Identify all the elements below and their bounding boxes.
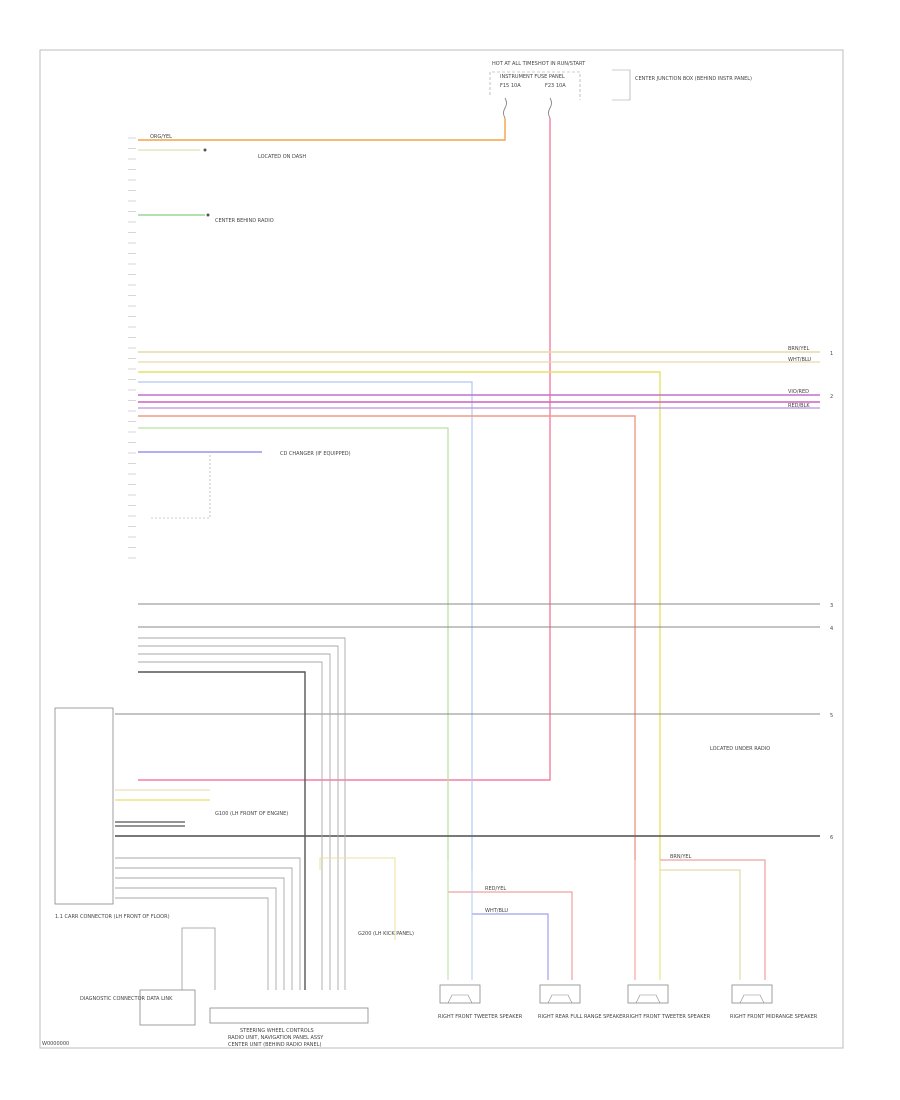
svg-text:2: 2 bbox=[830, 394, 833, 400]
speaker-3: RIGHT FRONT TWEETER SPEAKER bbox=[626, 984, 711, 1020]
left-component-box bbox=[54, 707, 114, 905]
speaker-2: RIGHT REAR FULL RANGE SPEAKER bbox=[538, 984, 626, 1020]
speaker-label-4: RIGHT FRONT MIDRANGE SPEAKER bbox=[730, 1014, 818, 1020]
spk-wire-label-2: BRN/YEL bbox=[670, 854, 692, 860]
spk-wire-label-1: RED/YEL bbox=[485, 886, 506, 892]
speaker-label-1: RIGHT FRONT TWEETER SPEAKER bbox=[438, 1014, 523, 1020]
wire-pink-vertical bbox=[138, 118, 551, 781]
bottom-center-sub: RADIO UNIT, NAVIGATION PANEL ASSY bbox=[228, 1035, 324, 1041]
grey-wires bbox=[115, 603, 820, 837]
svg-text:3: 3 bbox=[830, 603, 833, 609]
right-note: LOCATED UNDER RADIO bbox=[710, 746, 770, 752]
connector-pin-column bbox=[128, 137, 136, 559]
fuse-id-2: F23 10A bbox=[545, 83, 566, 89]
footer-code: W0000000 bbox=[42, 1041, 69, 1047]
steering-box-label: DIAGNOSTIC CONNECTOR DATA LINK bbox=[80, 996, 173, 1002]
g200-note: G200 (LH KICK PANEL) bbox=[358, 931, 414, 937]
fuse-panel-name: INSTRUMENT FUSE PANEL bbox=[500, 74, 565, 80]
top-fuse-panel: HOT AT ALL TIMES HOT IN RUN/START F15 10… bbox=[489, 61, 752, 119]
svg-text:4: 4 bbox=[830, 626, 833, 632]
spk-wire-label-3: WHT/BLU bbox=[485, 908, 508, 914]
right-wire-label-3: VIO/RED bbox=[788, 389, 809, 395]
top-wire-label-1: ORG/YEL bbox=[150, 134, 172, 140]
bottom-center-sub2: CENTER UNIT (BEHIND RADIO PANEL) bbox=[228, 1042, 321, 1048]
right-terminals: 1 2 3 4 5 6 bbox=[830, 351, 833, 841]
steering-box bbox=[139, 989, 196, 1026]
right-wire-label-1: BRN/YEL bbox=[788, 346, 810, 352]
fuse-panel-note: CENTER JUNCTION BOX (BEHIND INSTR PANEL) bbox=[635, 76, 752, 82]
svg-text:1: 1 bbox=[830, 351, 833, 357]
speaker-label-2: RIGHT REAR FULL RANGE SPEAKER bbox=[538, 1014, 626, 1020]
right-wire-label-4: RED/BLK bbox=[788, 403, 810, 409]
note-top-1: LOCATED ON DASH bbox=[258, 154, 306, 160]
svg-text:6: 6 bbox=[830, 835, 833, 841]
fuse-label-1: HOT AT ALL TIMES bbox=[492, 61, 538, 67]
note-cd-changer: CD CHANGER (IF EQUIPPED) bbox=[280, 451, 351, 457]
speaker-4: RIGHT FRONT MIDRANGE SPEAKER bbox=[730, 984, 818, 1020]
middle-bus bbox=[138, 351, 820, 870]
wire-orange-top bbox=[138, 118, 506, 141]
diagram-frame bbox=[39, 49, 844, 1049]
vertical-bundle bbox=[115, 637, 396, 990]
fuse-id-1: F15 10A bbox=[500, 83, 521, 89]
right-wire-label-2: WHT/BLU bbox=[788, 357, 811, 363]
svg-text:5: 5 bbox=[830, 713, 833, 719]
speaker-1: RIGHT FRONT TWEETER SPEAKER bbox=[438, 984, 523, 1020]
speaker-wires bbox=[447, 859, 766, 980]
left-component-label: 1.1 CARR CONNECTOR (LH FRONT OF FLOOR) bbox=[55, 914, 170, 920]
bottom-center-label: STEERING WHEEL CONTROLS bbox=[240, 1028, 314, 1034]
speaker-label-3: RIGHT FRONT TWEETER SPEAKER bbox=[626, 1014, 711, 1020]
fuse-label-2: HOT IN RUN/START bbox=[538, 61, 586, 67]
note-top-2: CENTER BEHIND RADIO bbox=[215, 218, 274, 224]
ground-note: G100 (LH FRONT OF ENGINE) bbox=[215, 811, 288, 817]
bottom-center-module bbox=[209, 1007, 369, 1024]
